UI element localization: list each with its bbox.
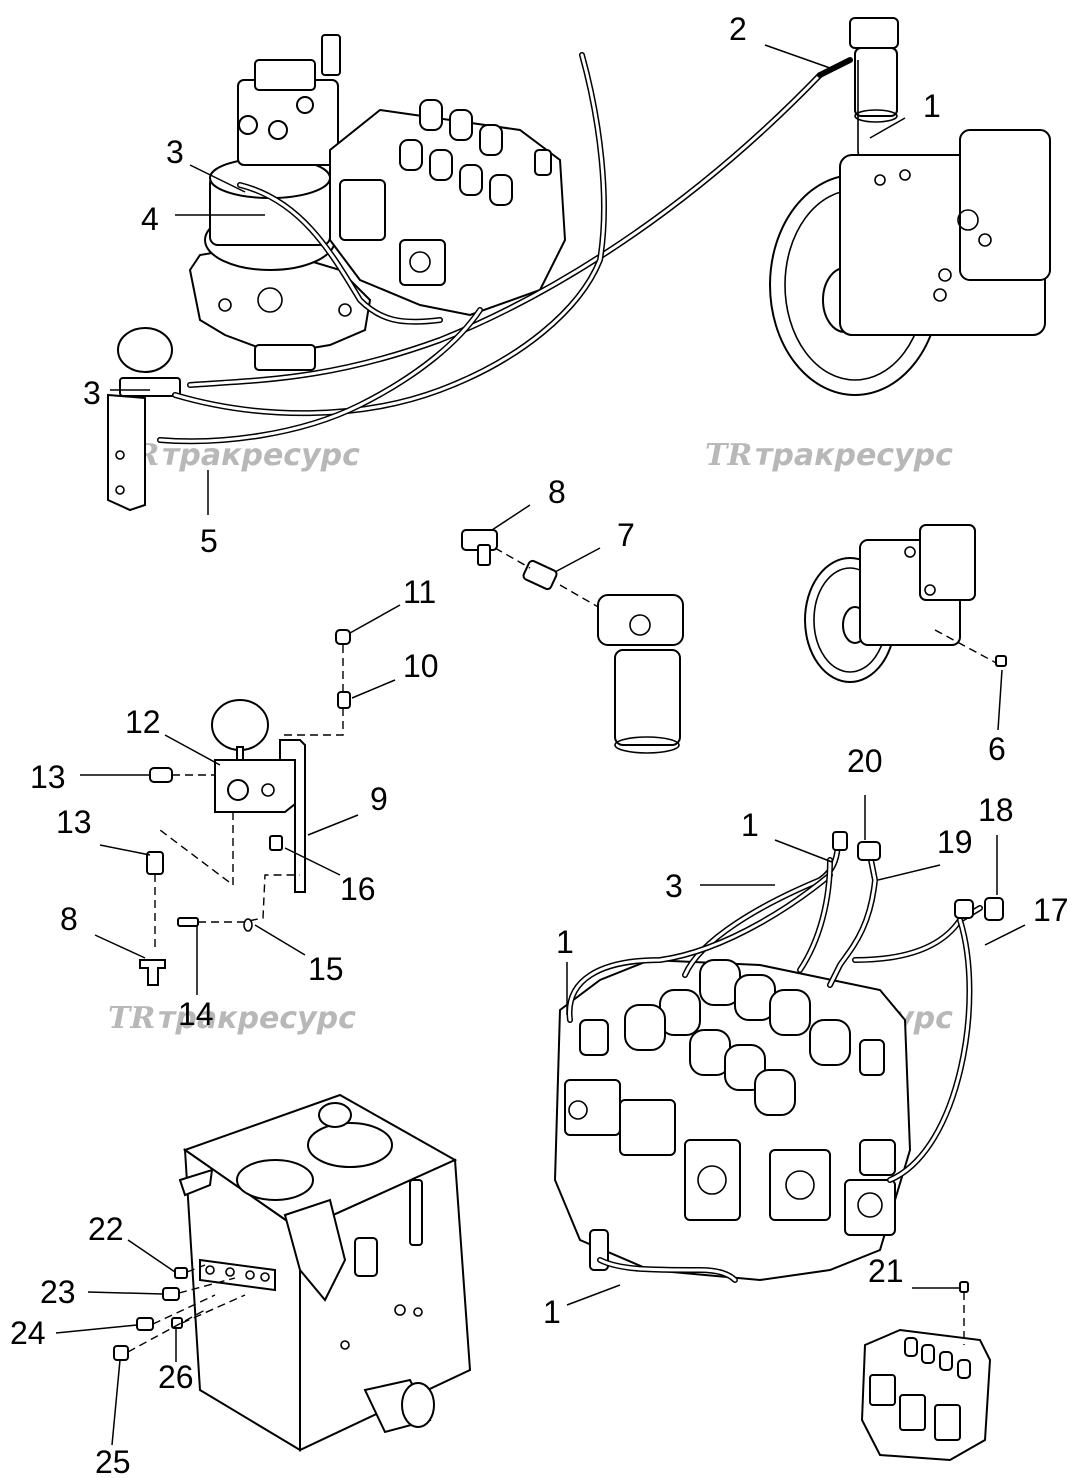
- watermark-logo: TR: [705, 438, 752, 473]
- callout-18: 18: [978, 792, 1014, 828]
- callout-21: 21: [868, 1253, 904, 1289]
- control-valve-small: [860, 1281, 992, 1462]
- hoses-top: [157, 52, 853, 445]
- callout-9: 9: [370, 781, 388, 817]
- watermark-top-right: TR тракресурс: [705, 438, 953, 473]
- callout-12: 12: [125, 704, 161, 740]
- callout-26: 26: [158, 1359, 194, 1395]
- callout-7: 7: [617, 517, 635, 553]
- dashed-link: [559, 584, 601, 609]
- callout-3-mid: 3: [665, 868, 683, 904]
- callout-20: 20: [847, 743, 883, 779]
- callout-6: 6: [988, 731, 1006, 767]
- callout-1-top: 1: [923, 88, 941, 124]
- watermark-logo: TR: [108, 1001, 155, 1036]
- pilot-filter-middle: [597, 594, 684, 754]
- hoses-bottom: [566, 837, 983, 1283]
- hydraulic-tank: [178, 1093, 472, 1452]
- callout-22: 22: [88, 1211, 124, 1247]
- main-pump-middle: [804, 524, 976, 683]
- callout-3-left: 3: [83, 375, 101, 411]
- callout-8-bottom: 8: [60, 901, 78, 937]
- callout-1-mid: 1: [741, 807, 759, 843]
- callout-11: 11: [403, 574, 436, 610]
- callout-1-bottom: 1: [543, 1294, 561, 1330]
- callout-13-b: 13: [56, 804, 92, 840]
- callout-10: 10: [403, 648, 439, 684]
- callout-14: 14: [178, 996, 214, 1032]
- watermark-text: тракресурс: [755, 438, 953, 473]
- callout-17: 17: [1033, 892, 1069, 928]
- callout-8-top: 8: [548, 474, 566, 510]
- accumulator-dashed-paths: [154, 645, 344, 950]
- tee-fitting-8-top: [461, 529, 498, 566]
- watermark-text: тракресурс: [158, 1001, 356, 1036]
- accumulator-block-detail: [139, 629, 351, 986]
- callout-3-top: 3: [166, 134, 184, 170]
- dashed-link: [494, 547, 531, 569]
- callout-23: 23: [40, 1274, 76, 1310]
- fittings-bottom-right: [832, 831, 1004, 921]
- callouts: 1 2 3 4 3 5 8 7 11 10 6 12 13 13 9 16 8 …: [10, 11, 1069, 1478]
- fitting-6: [995, 655, 1007, 667]
- pressure-switch-7: [522, 559, 558, 591]
- main-control-valve-bottom: [553, 958, 912, 1282]
- pilot-filter-top: [849, 17, 899, 176]
- leader-lines: [55, 44, 1026, 1446]
- main-control-valve-top: [329, 99, 567, 317]
- main-pump-top: [769, 129, 1051, 396]
- callout-5: 5: [200, 523, 218, 559]
- callout-25: 25: [95, 1444, 131, 1478]
- watermark-mid-left: TR тракресурс: [108, 1001, 356, 1036]
- callout-2: 2: [729, 11, 747, 47]
- accumulator-bracket-top: [107, 327, 181, 512]
- callout-13-a: 13: [30, 759, 66, 795]
- callout-19: 19: [937, 824, 973, 860]
- callout-16: 16: [340, 871, 376, 907]
- callout-15: 15: [308, 951, 344, 987]
- callout-4: 4: [141, 201, 159, 237]
- watermark-top-left: TR тракресурс: [112, 438, 360, 473]
- callout-24: 24: [10, 1315, 46, 1351]
- callout-1-left: 1: [556, 924, 574, 960]
